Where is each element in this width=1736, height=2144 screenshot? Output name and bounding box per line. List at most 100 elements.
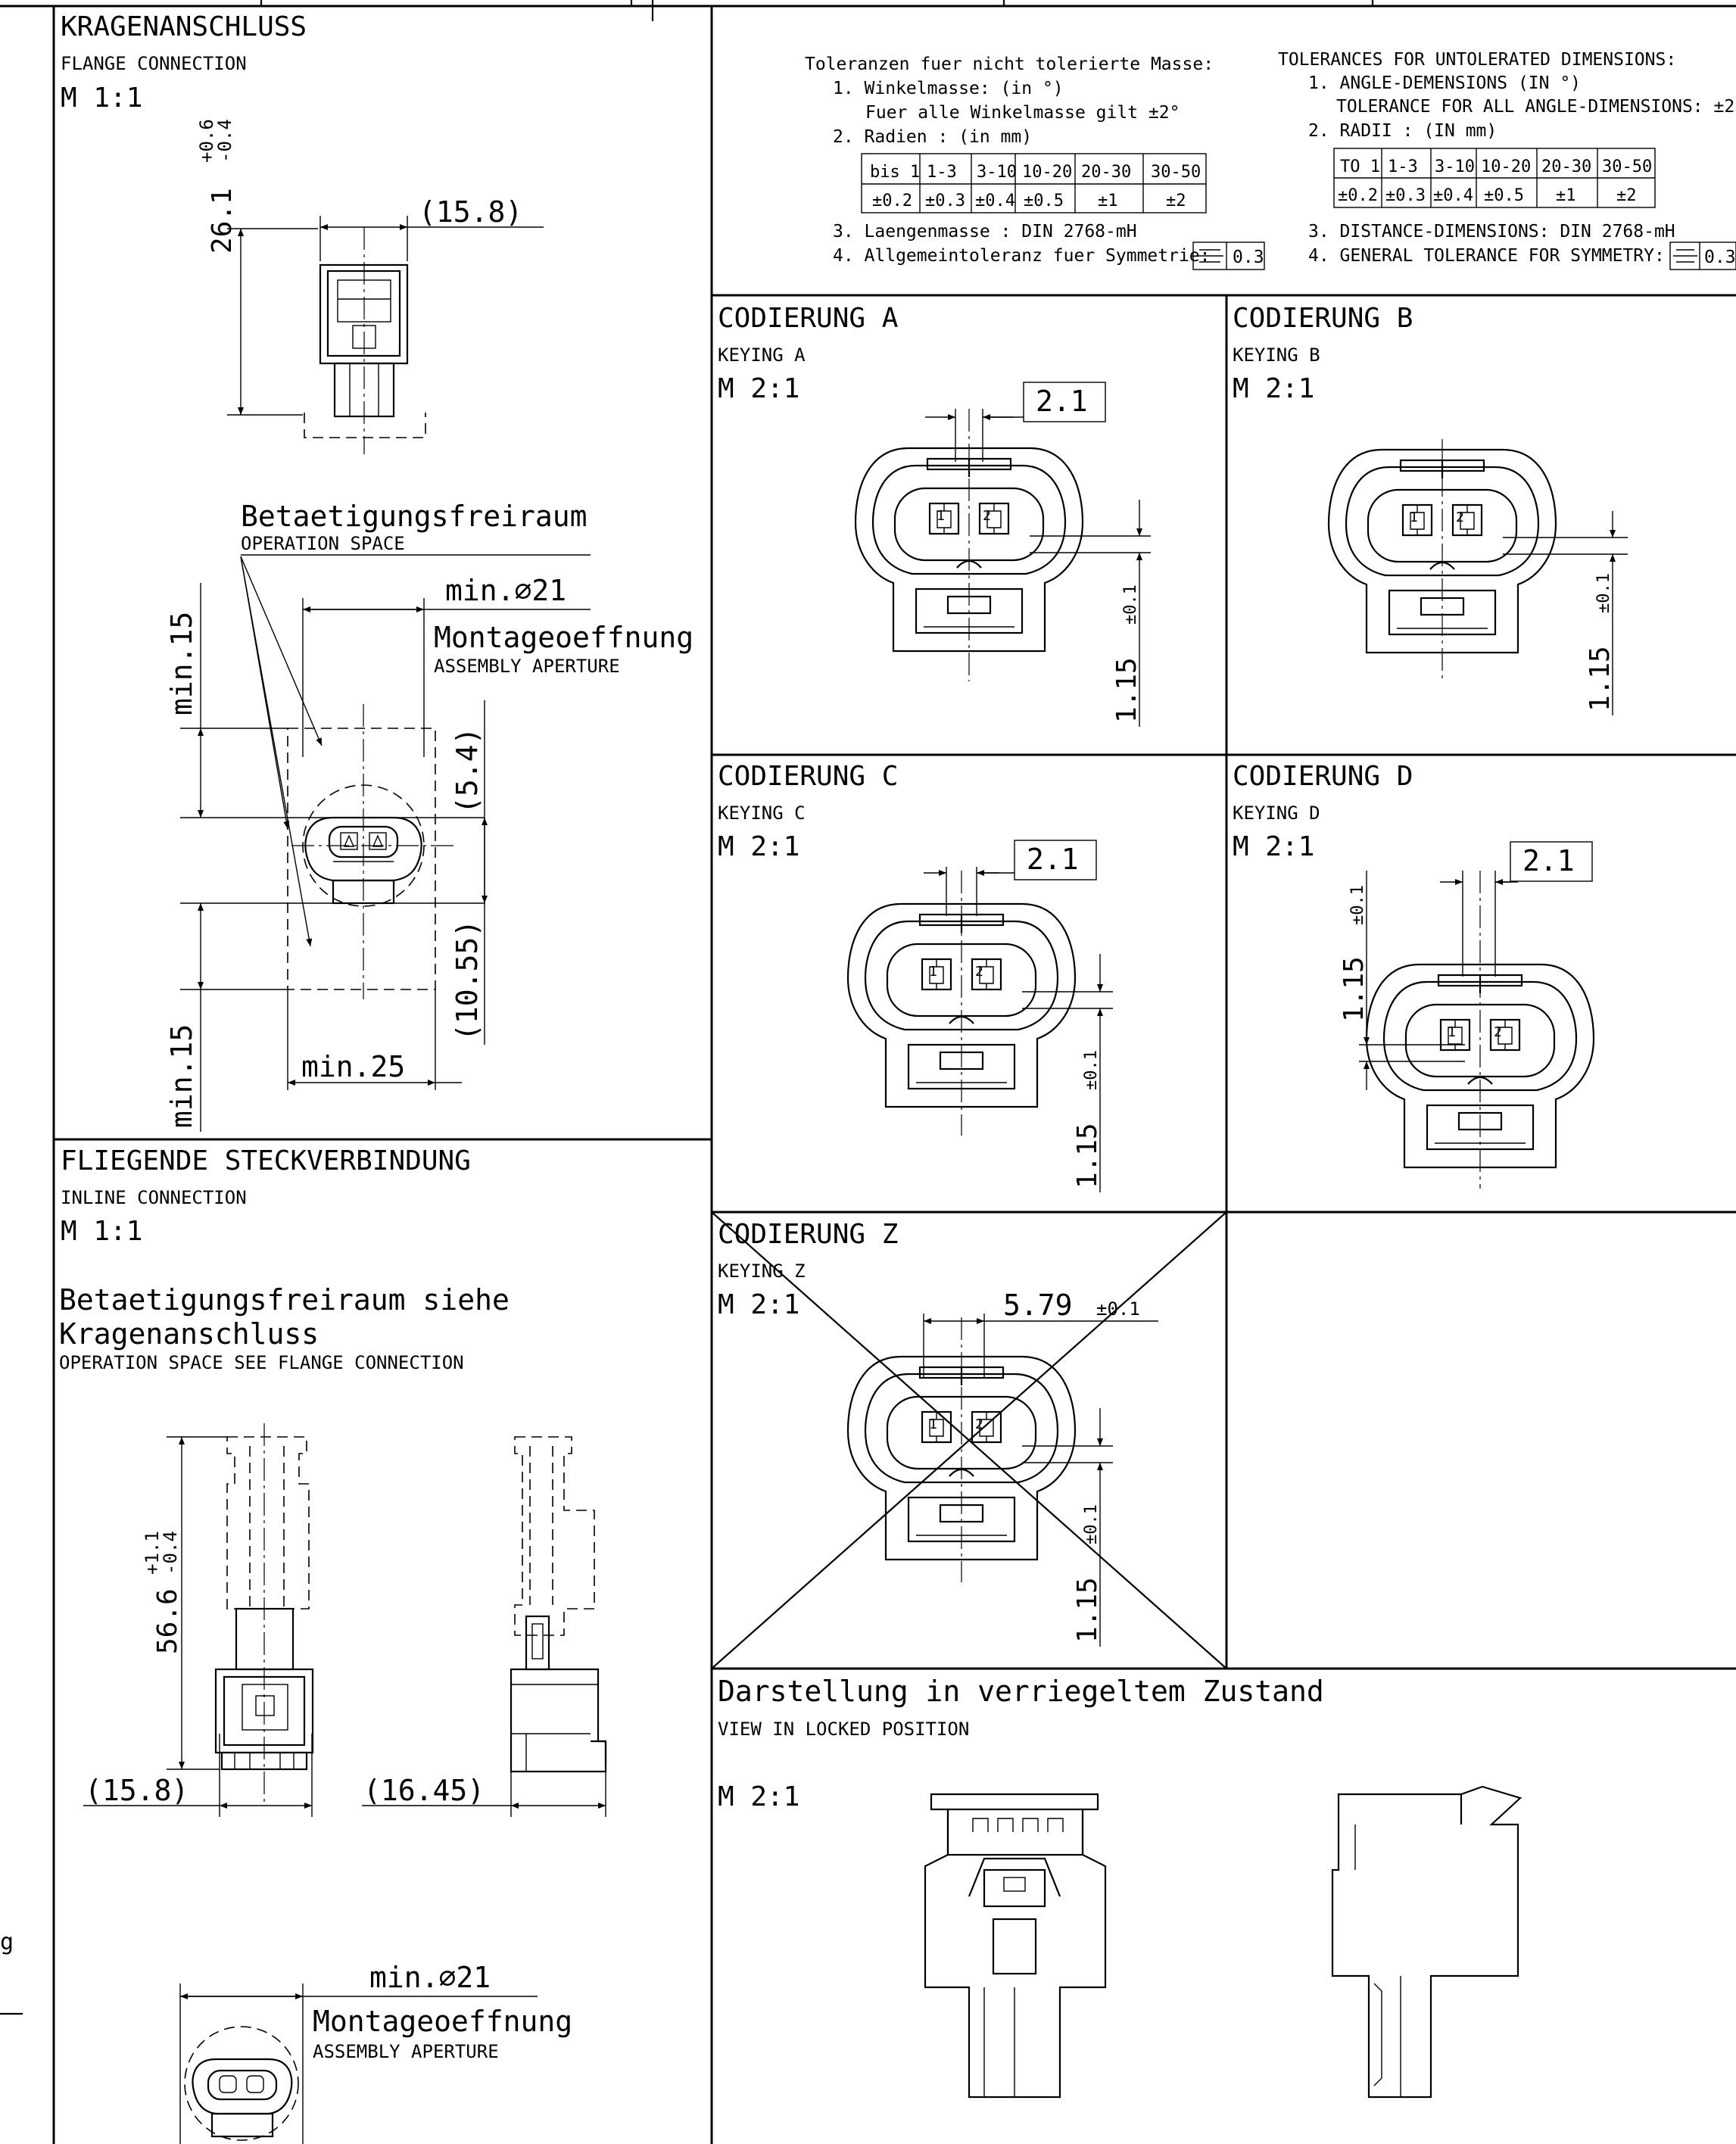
keying-z-pin1: 1 — [929, 1416, 937, 1432]
symmetry-icon — [1196, 249, 1223, 263]
tol-en-h1: 1-3 — [1388, 157, 1418, 176]
tol-en-v5: ±2 — [1616, 186, 1637, 205]
tol-en-v4: ±1 — [1556, 186, 1576, 205]
keying-a-dim: 2.1 — [1036, 385, 1088, 418]
flange-min15-top: min.15 — [165, 612, 198, 715]
inline-title: FLIEGENDE STECKVERBINDUNG — [61, 1145, 471, 1176]
inline-dim-height-tol-lower: -0.4 — [160, 1531, 181, 1575]
tol-de-symmetry: 0.3 — [1233, 248, 1264, 267]
inline-scale: M 1:1 — [61, 1216, 142, 1247]
assembly-aperture-label: Montageoeffnung — [434, 621, 693, 654]
keying-b-scale: M 2:1 — [1233, 373, 1314, 404]
keying-c-dim: 2.1 — [1027, 843, 1079, 876]
keying-z-scale: M 2:1 — [718, 1289, 799, 1320]
tolerance-block-de: Toleranzen fuer nicht tolerierte Masse: … — [805, 55, 1265, 270]
inline-dim-height-tol-upper: +1.1 — [142, 1531, 163, 1575]
tol-de-item2: 2. Radien : (in mm) — [833, 127, 1032, 147]
flange-min25: min.25 — [301, 1050, 405, 1083]
flange-scale: M 1:1 — [61, 83, 142, 114]
locked-front-view — [924, 1793, 1107, 2099]
keying-d-scale: M 2:1 — [1233, 831, 1314, 862]
flange-subtitle: FLANGE CONNECTION — [61, 53, 247, 74]
keying-c-subtitle: KEYING C — [718, 802, 806, 824]
locked-title: Darstellung in verriegeltem Zustand — [718, 1675, 1324, 1708]
keying-d-pin1: 1 — [1448, 1024, 1456, 1040]
flange-dim-height: 26.1 — [207, 188, 238, 254]
operation-space-label: Betaetigungsfreiraum — [241, 500, 587, 533]
keying-c-pin2: 2 — [975, 964, 983, 980]
keying-a-pin2: 2 — [983, 508, 991, 524]
keying-d-section: CODIERUNG D KEYING D M 2:1 1 2 2.1 1.15 … — [1233, 761, 1595, 1189]
keying-b-title: CODIERUNG B — [1233, 303, 1413, 334]
tol-de-v0: ±0.2 — [872, 192, 912, 210]
keying-b-section: CODIERUNG B KEYING B M 2:1 1 2 1.15 ±0.1 — [1233, 303, 1628, 715]
tol-de-h1: 1-3 — [927, 163, 957, 182]
tol-en-v0: ±0.2 — [1338, 186, 1378, 205]
keying-a-scale: M 2:1 — [718, 373, 799, 404]
keying-b-subtitle: KEYING B — [1233, 344, 1320, 366]
flange-dim-5-4: (5.4) — [450, 728, 484, 814]
tol-de-h3: 10-20 — [1022, 163, 1072, 182]
tol-en-item1: 1. ANGLE-DEMENSIONS (IN °) — [1308, 73, 1581, 93]
tol-en-title: TOLERANCES FOR UNTOLERATED DIMENSIONS: — [1278, 50, 1676, 70]
tol-en-table: TO 1 1-3 3-10 10-20 20-30 30-50 ±0.2 ±0.… — [1333, 148, 1656, 208]
tol-de-v1: ±0.3 — [925, 192, 965, 210]
locked-section: Darstellung in verriegeltem Zustand VIEW… — [718, 1675, 1523, 2099]
keying-z-section: CODIERUNG Z KEYING Z M 2:1 1 2 5.79 ±0.1… — [711, 1211, 1227, 1669]
keying-a-subtitle: KEYING A — [718, 344, 806, 366]
tol-en-v2: ±0.4 — [1433, 186, 1473, 205]
flange-dim-height-tol-lower: -0.4 — [214, 119, 235, 163]
keying-d-dim: 2.1 — [1523, 844, 1575, 877]
locked-scale: M 2:1 — [718, 1781, 799, 1812]
keying-d-pin2: 2 — [1494, 1024, 1502, 1040]
keying-z-subtitle: KEYING Z — [718, 1261, 806, 1282]
tol-de-h4: 20-30 — [1081, 163, 1131, 182]
keying-z-pin2: 2 — [975, 1416, 983, 1432]
tol-de-item1b: Fuer alle Winkelmasse gilt ±2° — [865, 103, 1180, 123]
keying-b-pin2: 2 — [1456, 510, 1464, 525]
keying-c-title: CODIERUNG C — [718, 761, 898, 792]
tol-en-item2: 2. RADII : (IN mm) — [1308, 121, 1497, 141]
keying-z-dim: 5.79 — [1003, 1289, 1073, 1322]
flange-section: KRAGENANSCHLUSS FLANGE CONNECTION M 1:1 … — [61, 11, 693, 1132]
keying-c-offset: 1.15 — [1072, 1123, 1103, 1189]
inline-note-line1: Betaetigungsfreiraum siehe — [59, 1283, 510, 1317]
tol-en-symmetry: 0.3 — [1704, 248, 1736, 267]
tol-en-h2: 3-10 — [1435, 157, 1475, 176]
keying-c-pin1: 1 — [929, 964, 937, 980]
flange-min15-bottom: min.15 — [165, 1024, 198, 1128]
tol-en-h0: TO 1 — [1340, 157, 1380, 176]
tol-en-item1b: TOLERANCE FOR ALL ANGLE-DIMENSIONS: ±2° — [1336, 97, 1736, 117]
tol-de-v4: ±1 — [1098, 192, 1118, 210]
keying-a-offset-tol: ±0.1 — [1121, 584, 1140, 625]
inline-note-line2: Kragenanschluss — [59, 1317, 319, 1351]
keying-c-scale: M 2:1 — [718, 831, 799, 862]
keying-a-title: CODIERUNG A — [718, 303, 899, 334]
inline-note-en: OPERATION SPACE SEE FLANGE CONNECTION — [59, 1352, 464, 1373]
keying-d-offset-tol: ±0.1 — [1348, 885, 1367, 925]
edge-fragment: g — [0, 1929, 14, 1955]
tol-en-h5: 30-50 — [1602, 157, 1652, 176]
tol-en-h3: 10-20 — [1481, 157, 1531, 176]
keying-z-title: CODIERUNG Z — [718, 1219, 898, 1250]
inline-section: FLIEGENDE STECKVERBINDUNG INLINE CONNECT… — [59, 1145, 607, 2144]
inline-min-diameter: min.∅21 — [369, 1961, 491, 1994]
tol-de-item1: 1. Winkelmasse: (in °) — [833, 79, 1064, 98]
keying-b-offset-tol: ±0.1 — [1594, 573, 1613, 613]
keying-d-subtitle: KEYING D — [1233, 802, 1320, 824]
assembly-aperture-en: ASSEMBLY APERTURE — [434, 656, 620, 677]
tol-en-item4: 4. GENERAL TOLERANCE FOR SYMMETRY: — [1308, 246, 1665, 266]
tol-de-v3: ±0.5 — [1024, 192, 1064, 210]
keying-d-offset: 1.15 — [1339, 956, 1370, 1022]
keying-b-offset: 1.15 — [1585, 646, 1616, 712]
inline-dim-height: 56.6 — [152, 1588, 183, 1654]
operation-space-en: OPERATION SPACE — [241, 533, 405, 554]
keying-z-offset: 1.15 — [1072, 1577, 1103, 1643]
inline-front-view — [214, 1423, 314, 1802]
inline-subtitle: INLINE CONNECTION — [61, 1187, 247, 1208]
tol-de-h5: 30-50 — [1151, 163, 1201, 182]
flange-min-diameter: min.∅21 — [445, 574, 566, 607]
inline-aperture-label: Montageoeffnung — [313, 2005, 572, 2038]
tol-de-h2: 3-10 — [977, 163, 1017, 182]
